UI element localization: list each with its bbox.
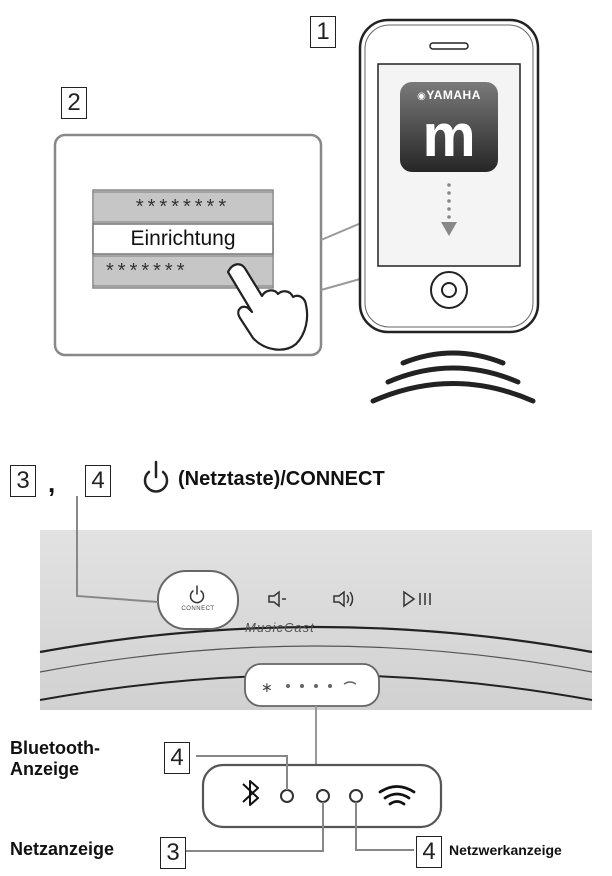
bluetooth-indicator-led [280,789,294,803]
power-indicator-led [316,789,330,803]
small-bluetooth-icon: ∗ [261,680,273,696]
download-arrow-icon [441,183,457,236]
power-step-label: 3 [166,839,180,866]
step-4-label: 4 [91,467,105,494]
yamaha-brand-label: YAMAHA [426,88,481,102]
power-connect-title: (Netztaste)/CONNECT [178,468,385,490]
smartphone [358,18,540,334]
speaker-slot [429,42,469,50]
volume-up-icon[interactable] [333,590,354,608]
connect-power-icon [189,585,205,604]
volume-down-icon[interactable] [268,590,286,608]
musiccast-brand: MusicCast [245,620,315,635]
indicator-panel-small: ∗ [244,663,380,707]
step-3-box: 3 [10,465,36,497]
connect-label: CONNECT [181,606,215,612]
yamaha-brand-text: ◉YAMAHA [402,88,496,102]
network-step-box: 4 [416,836,442,868]
connect-button[interactable] [157,570,239,630]
bluetooth-indicator-label: Bluetooth- Anzeige [10,738,100,780]
play-pause-icon[interactable] [403,590,431,608]
masked-text-top: ******** [135,196,231,218]
setup-menu-item[interactable]: Einrichtung [130,227,236,250]
masked-text-bottom: ******* [106,260,189,282]
power-step-box: 3 [160,837,186,869]
step-1-label: 1 [316,18,330,45]
bluetooth-step-label: 4 [170,744,184,771]
power-indicator-label: Netzanzeige [10,839,115,859]
yamaha-logo-icon: ◉ [417,91,427,102]
step-2-label: 2 [67,89,81,116]
bluetooth-label-line2: Anzeige [10,759,80,779]
step-separator: , [48,468,56,498]
bluetooth-icon [242,780,259,806]
network-indicator-led [349,789,363,803]
network-indicator-label: Netzwerkanzeige [449,842,562,858]
network-step-label: 4 [422,838,436,865]
bluetooth-step-box: 4 [164,742,190,774]
step-4-box: 4 [85,465,111,497]
setup-popup-panel [53,133,323,357]
finger-tap-icon [226,263,309,351]
step-1-box: 1 [310,16,336,48]
wifi-icon [378,785,416,806]
step-2-box: 2 [61,87,87,119]
power-icon [143,460,169,493]
bluetooth-label-line1: Bluetooth- [10,738,100,758]
app-letter: m [422,102,476,169]
leader-lines [76,496,414,852]
wireless-waves-icon [370,350,536,404]
step-3-label: 3 [16,467,30,494]
yamaha-app-icon [400,82,498,172]
